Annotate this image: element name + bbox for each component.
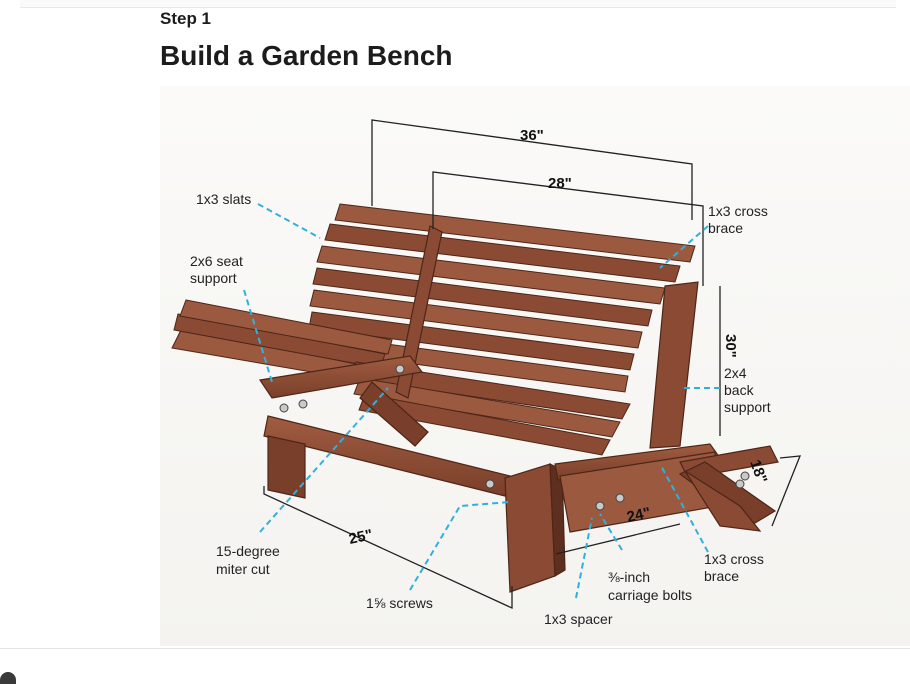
dimension-lines <box>263 119 802 610</box>
seat-slats <box>171 299 631 456</box>
label-slats: 1x3 slats <box>196 191 251 207</box>
bottom-divider <box>0 648 910 649</box>
label-cross-brace-bottom: 1x3 cross brace <box>704 551 768 584</box>
dim-36: 36" <box>520 127 544 144</box>
left-frame <box>258 225 566 593</box>
page-title: Build a Garden Bench <box>160 40 453 71</box>
dim-25: 25" <box>347 526 374 548</box>
label-screws: 1⅝ screws <box>366 595 433 611</box>
bench-diagram: 36" 28" 30" 18" 25" 24" 1x3 slats 2x6 se… <box>160 86 910 646</box>
dim-28: 28" <box>548 175 572 192</box>
label-miter-cut: 15-degree miter cut <box>216 543 284 577</box>
bolts <box>279 364 750 511</box>
label-cross-brace-top: 1x3 cross brace <box>708 203 772 236</box>
scroll-indicator <box>0 672 16 684</box>
top-divider <box>20 0 896 8</box>
leader-lines <box>243 203 720 599</box>
label-seat-support: 2x6 seat support <box>190 253 247 286</box>
dim-30: 30" <box>722 334 739 358</box>
step-label: Step 1 <box>160 9 212 28</box>
label-carriage-bolts: ⅜-inch carriage bolts <box>608 569 692 603</box>
label-back-support: 2x4 back support <box>724 365 771 415</box>
bench-illustration: 36" 28" 30" 18" 25" 24" 1x3 slats 2x6 se… <box>171 119 802 627</box>
right-frame <box>554 281 779 533</box>
dim-24: 24" <box>625 504 652 526</box>
label-spacer: 1x3 spacer <box>544 611 613 627</box>
